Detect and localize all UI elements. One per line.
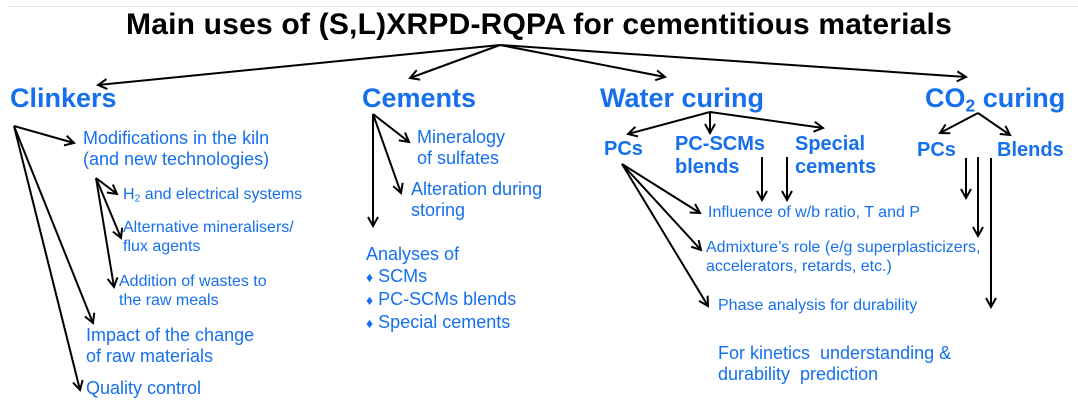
item-alteration-storing: Alteration during storing <box>411 179 542 221</box>
diagram-title: Main uses of (S,L)XRPD-RQPA for cementit… <box>126 8 952 41</box>
item-admixture-role: Admixture’s role (e/g superplasticizers,… <box>706 239 981 275</box>
heading-co2-curing: CO2 curing <box>925 83 1066 116</box>
diamond-bullet-icon: ♦ <box>366 292 374 308</box>
water-sub-special-cements: Special cements <box>795 133 877 178</box>
analyses-item: ♦ Special cements <box>366 312 511 332</box>
item-line: of sulfates <box>417 148 500 168</box>
water-sub-pc-scms-blends: PC-SCMs blends <box>675 133 766 178</box>
diamond-bullet-icon: ♦ <box>366 269 374 285</box>
item-alternative-mineralisers: Alternative mineralisers/ flux agents <box>123 218 294 256</box>
heading-cements: Cements <box>362 83 477 113</box>
item-line: flux agents <box>123 238 201 255</box>
item-line: Alteration during <box>411 179 543 199</box>
arrow-pcs-admixture <box>621 163 701 250</box>
arrow-cements-alteration <box>372 113 401 193</box>
item-line: Modifications in the kiln <box>83 128 270 148</box>
item-influence-wb-ratio: Influence of w/b ratio, T and P <box>708 204 920 221</box>
arrow-co2-pcs <box>940 112 979 133</box>
arrow-clinkers-quality <box>13 125 80 390</box>
co2-sub-blends: Blends <box>997 139 1064 161</box>
heading-water-curing: Water curing <box>600 83 765 113</box>
arrow-title-to-water <box>499 44 665 77</box>
arrow-title-to-co2 <box>499 44 966 77</box>
item-impact-raw-materials: Impact of the change of raw materials <box>86 325 254 367</box>
arrow-mod-alt <box>95 177 121 238</box>
arrow-pcs-influence <box>621 163 700 213</box>
item-line: Alternative mineralisers/ <box>123 219 294 236</box>
item-h2-electrical: H2 and electrical systems <box>123 186 303 205</box>
arrow-water-pcs <box>628 111 711 134</box>
item-line: the raw meals <box>119 292 219 309</box>
arrow-co2-blends <box>977 112 1010 135</box>
item-line: Impact of the change <box>86 325 255 345</box>
item-line: Addition of wastes to <box>119 273 267 290</box>
arrow-water-special <box>709 111 823 128</box>
item-quality-control: Quality control <box>86 378 202 398</box>
item-modifications-kiln: Modifications in the kiln (and new techn… <box>83 128 269 170</box>
arrow-title-to-clinkers <box>98 44 501 85</box>
arrow-clinkers-modifications <box>13 125 74 143</box>
item-mineralogy-sulfates: Mineralogy of sulfates <box>417 127 505 169</box>
item-phase-analysis: Phase analysis for durability <box>718 297 918 314</box>
conclusion-kinetics: For kinetics understanding & durability … <box>718 343 952 384</box>
diamond-bullet-icon: ♦ <box>366 315 374 331</box>
arrow-pcs-phase <box>621 163 708 306</box>
top-border-line <box>8 6 1078 7</box>
item-line: Mineralogy <box>417 127 506 147</box>
analyses-label: Analyses of <box>366 244 460 264</box>
arrow-clinkers-impact <box>13 125 93 323</box>
heading-clinkers: Clinkers <box>10 83 117 113</box>
analyses-item: ♦ SCMs <box>366 266 428 286</box>
arrow-cements-mineralogy <box>372 113 409 142</box>
arrow-mod-waste <box>95 177 114 287</box>
analyses-item: ♦ PC-SCMs blends <box>366 289 517 309</box>
item-addition-wastes: Addition of wastes to the raw meals <box>119 272 267 310</box>
analyses-list: Analyses of ♦ SCMs ♦ PC-SCMs blends ♦ Sp… <box>366 243 516 334</box>
item-line: (and new technologies) <box>83 149 270 169</box>
water-sub-pcs: PCs <box>604 138 643 160</box>
item-line: storing <box>411 200 466 220</box>
co2-sub-pcs: PCs <box>917 139 956 161</box>
arrow-title-to-cements <box>410 44 501 78</box>
arrow-mod-h2 <box>95 177 117 194</box>
item-line: of raw materials <box>86 346 214 366</box>
